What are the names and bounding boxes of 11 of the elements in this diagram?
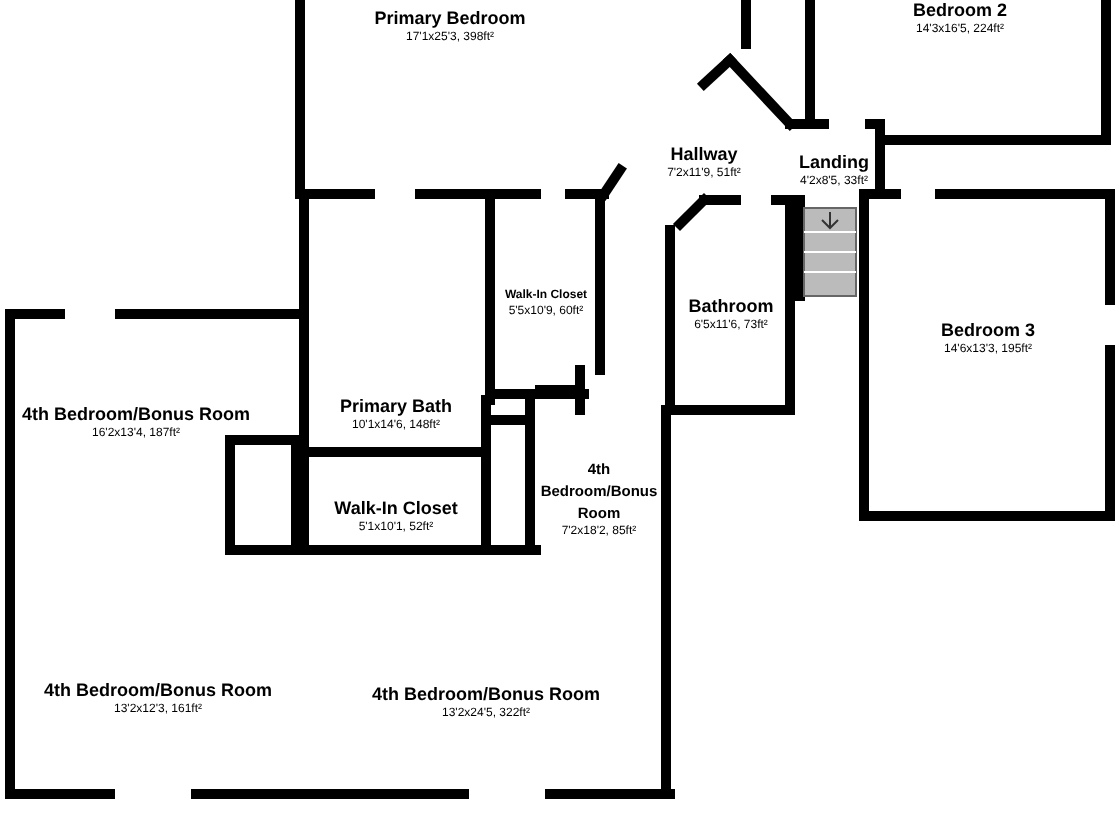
room-name: Bathroom	[688, 296, 774, 318]
room-name: 4th Bedroom/Bonus Room	[372, 684, 600, 706]
room-name: Hallway	[670, 144, 738, 166]
room-name: 4th Bedroom/Bonus Room	[22, 404, 250, 426]
room-name: Bedroom 2	[912, 0, 1007, 22]
room-name: 4th Bedroom/Bonus Room	[44, 680, 272, 702]
room-name: Landing	[799, 152, 869, 174]
room-name: Primary Bath	[339, 396, 453, 418]
room-name: Bedroom 3	[940, 320, 1035, 342]
room-name: Primary Bedroom	[374, 8, 526, 30]
room-name: Walk-In Closet	[334, 498, 458, 520]
